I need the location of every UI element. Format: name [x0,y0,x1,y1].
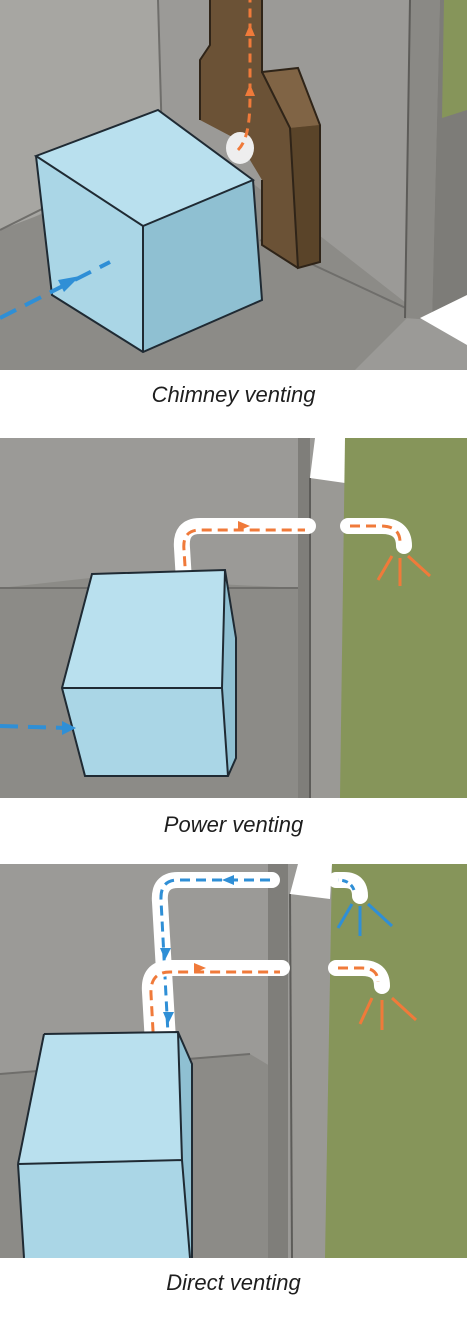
exhaust-arrow [149,970,280,1161]
chimney-venting-caption: Chimney venting [151,382,316,407]
direct-venting-caption: Direct venting [166,1270,301,1295]
intake-arrow [0,724,69,730]
wall-column [405,0,440,320]
chimney [200,0,320,268]
appliance-unit [36,110,253,226]
power-venting-panel [0,438,467,798]
direct-venting-panel [0,864,467,1258]
exhaust-spray [358,997,374,1025]
exhaust-arrow [182,528,305,679]
grass-outside [340,438,467,798]
intake-arrow [0,260,111,320]
exhaust-arrow [236,0,252,152]
exhaust-spray [376,555,394,581]
appliance-unit [18,1032,182,1164]
wall-column [298,438,310,798]
grass-outside [325,864,467,1258]
power-venting-illustration [0,438,467,798]
vent-pipe [173,518,316,688]
intake-spray [336,903,354,929]
intake-pipe [151,872,280,1048]
direct-venting-illustration [0,864,467,1258]
wall-column [268,864,288,1258]
appliance-unit [62,570,225,688]
chimney-venting-illustration [0,0,467,370]
grass-outside [442,0,467,118]
chimney-venting-panel [0,0,467,370]
power-venting-caption: Power venting [163,812,304,837]
